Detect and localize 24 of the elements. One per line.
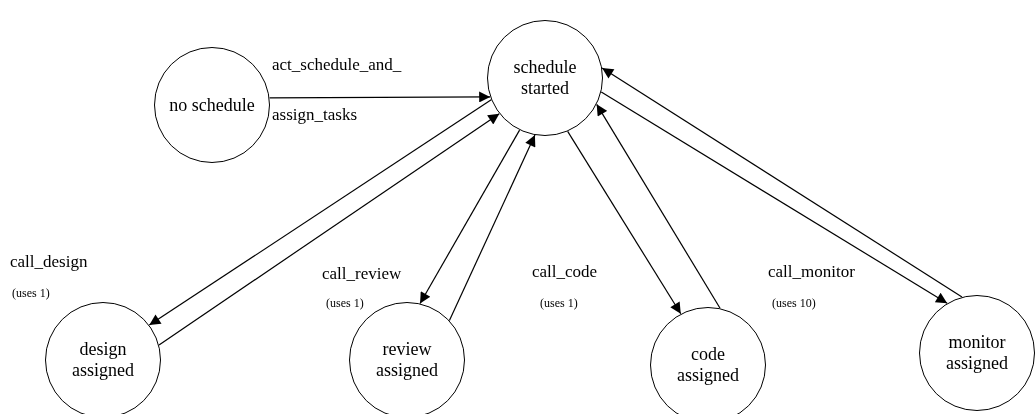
transition-arrow — [600, 91, 948, 304]
transition-arrow — [601, 67, 963, 298]
state-label: schedule started — [512, 57, 578, 99]
transition-arrow — [158, 113, 500, 346]
state-label: code assigned — [676, 344, 740, 386]
usage-note: (uses 1) — [12, 286, 50, 301]
state-label: monitor assigned — [945, 332, 1009, 374]
edge-label: call_review — [322, 264, 402, 284]
edge-label: call_monitor — [768, 262, 855, 282]
usage-note: (uses 1) — [326, 296, 364, 311]
state-label: no schedule — [169, 94, 255, 116]
transition-arrow — [596, 103, 721, 309]
transition-arrow — [448, 134, 536, 322]
state-label: review assigned — [375, 339, 439, 381]
usage-note: (uses 10) — [772, 296, 816, 311]
state-label: design assigned — [71, 339, 135, 381]
edge-label: call_code — [532, 262, 598, 282]
transition-arrow — [148, 99, 492, 326]
transition-arrow — [567, 130, 682, 315]
transition-arrow — [419, 129, 521, 305]
edge-label: act_schedule_and_ assign_tasks — [272, 54, 403, 126]
usage-note: (uses 1) — [540, 296, 578, 311]
edge-label: call_design — [10, 252, 88, 272]
transition-arrow — [268, 91, 491, 103]
